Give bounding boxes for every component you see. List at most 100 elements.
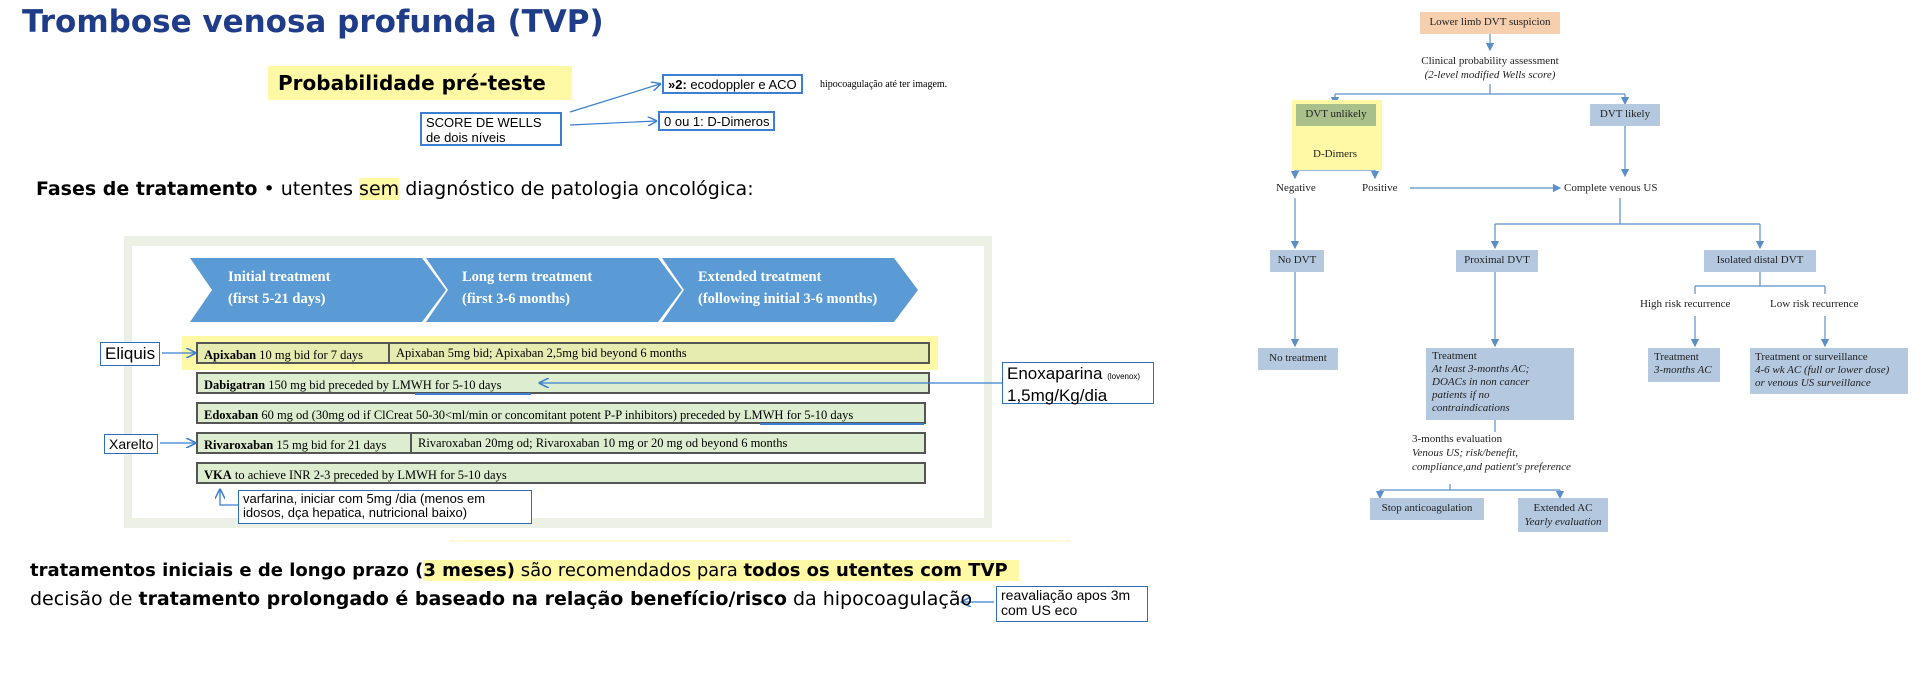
vka-text: to achieve INR 2-3 preceded by LMWH for …: [231, 468, 507, 482]
fc-proximal: Proximal DVT: [1456, 250, 1538, 272]
fc-lr-line-1: 4-6 wk AC (full or lower dose): [1755, 364, 1890, 376]
bottom-line-1: tratamentos iniciais e de longo prazo (3…: [30, 560, 1020, 581]
fc-lr-line-2: or venous US surveillance: [1755, 377, 1871, 389]
phase-extended-period: (following initial 3-6 months): [698, 291, 878, 307]
bottom-l1-bold1: tratamentos iniciais e de longo prazo (: [30, 560, 424, 581]
score-gt2-bold: »2:: [668, 77, 687, 92]
fc-assessment-title: Clinical probability assessment: [1421, 55, 1559, 67]
fc-no-dvt: No DVT: [1270, 250, 1324, 272]
bottom-l1-pad: [1007, 560, 1020, 581]
enoxaparina-dose: 1,5mg/Kg/dia: [1007, 386, 1108, 405]
fc-eval-line-1: Venous US; risk/benefit,: [1412, 447, 1519, 459]
phase-extended: Extended treatment(following initial 3-6…: [698, 266, 877, 310]
phase-initial: Initial treatment (first 5-21 days): [228, 266, 330, 310]
phase-chevrons: [190, 258, 918, 322]
phase-long-term: Long term treatment (first 3-6 months): [462, 266, 592, 310]
apixaban-initial: 10 mg bid for 7 days: [256, 348, 364, 362]
apixaban-drug: Apixaban: [204, 348, 257, 362]
bottom-highlight: [450, 540, 1070, 542]
fc-negative: Negative: [1276, 182, 1316, 194]
table-row-apixaban: Apixaban 10 mg bid for 7 days: [196, 342, 930, 364]
fc-proximal-treatment: Treatment At least 3-months AC; DOACs in…: [1426, 348, 1574, 420]
fc-dvt-unlikely: DVT unlikely: [1296, 104, 1376, 126]
enoxaparina-label: Enoxaparina (lovenox) 1,5mg/Kg/dia: [1002, 362, 1154, 405]
dabigatran-drug: Dabigatran: [204, 378, 266, 392]
fc-hr-title: Treatment: [1654, 351, 1699, 363]
fases-bullet: •: [257, 178, 281, 200]
fc-treat-line-3: patients if no: [1432, 389, 1490, 401]
rivaroxaban-long: Rivaroxaban 20mg od; Rivaroxaban 10 mg o…: [418, 436, 788, 450]
fc-high-risk: High risk recurrence: [1640, 298, 1731, 310]
eliquis-label: Eliquis: [100, 342, 161, 366]
fc-treat-line-2: DOACs in non cancer: [1432, 376, 1530, 388]
score-01-text: 0 ou 1: D-Dimeros: [664, 114, 770, 129]
fc-assessment: Clinical probability assessment (2-level …: [1390, 54, 1590, 82]
fc-stop-anticoagulation: Stop anticoagulation: [1370, 498, 1484, 520]
fc-ddimers: D-Dimers: [1313, 148, 1357, 160]
vka-drug: VKA: [204, 468, 232, 482]
fc-low-risk-treatment: Treatment or surveillance 4-6 wk AC (ful…: [1750, 348, 1908, 394]
fases-pre: utentes: [280, 178, 360, 200]
bottom-line-2: decisão de tratamento prolongado é basea…: [30, 588, 972, 610]
bottom-l2-bold: tratamento prolongado é baseado na relaç…: [138, 588, 787, 610]
varfarina-label: varfarina, iniciar com 5mg /dia (menos e…: [238, 490, 532, 524]
treatment-phases-heading: Fases de tratamento • utentes sem diagnó…: [36, 178, 754, 200]
fc-hr-line: 3-months AC: [1654, 364, 1712, 376]
bottom-l2-pre: decisão de: [30, 588, 139, 610]
lmwh-underline-dabigatran: [415, 393, 531, 395]
fc-lr-title: Treatment or surveillance: [1755, 351, 1868, 363]
apixaban-long: Apixaban 5mg bid; Apixaban 2,5mg bid bey…: [396, 346, 687, 360]
wells-score-box: SCORE DE WELLS de dois níveis: [420, 112, 562, 146]
wells-arrows: [569, 0, 700, 160]
fc-isolated-distal: Isolated distal DVT: [1704, 250, 1816, 272]
fc-positive: Positive: [1362, 182, 1398, 194]
fc-assessment-sub: (2-level modified Wells score): [1424, 69, 1556, 81]
apixaban-divider: [388, 342, 390, 364]
fc-eval-title: 3-months evaluation: [1412, 433, 1503, 445]
fc-top-box: Lower limb DVT suspicion: [1420, 12, 1560, 34]
rivaroxaban-drug: Rivaroxaban: [204, 438, 274, 452]
phase-initial-period: (first 5-21 days): [228, 291, 326, 307]
xarelto-label: Xarelto: [104, 434, 159, 454]
page-title: Trombose venosa profunda (TVP): [22, 4, 604, 40]
fc-3month-eval: 3-months evaluation Venous US; risk/bene…: [1412, 432, 1571, 474]
score-gt2-text: ecodoppler e ACO: [686, 77, 797, 92]
fc-extended-ac: Extended AC Yearly evaluation: [1518, 498, 1608, 532]
bottom-l1-mid: são recomendados para: [514, 560, 744, 581]
fc-complete-us: Complete venous US: [1564, 182, 1658, 194]
edoxaban-drug: Edoxaban: [204, 408, 259, 422]
fc-extended-title: Extended AC: [1533, 502, 1593, 514]
bottom-l1-bold3: todos os utentes com TVP: [743, 560, 1008, 581]
pretest-label: Probabilidade pré-teste: [268, 66, 572, 100]
table-row-rivaroxaban: Rivaroxaban 15 mg bid for 21 days: [196, 432, 926, 454]
fc-eval-line-2: compliance,and patient's preference: [1412, 461, 1571, 473]
bottom-l2-post: da hipocoagulação: [786, 588, 973, 610]
flowchart-connectors: [1290, 34, 1830, 500]
enoxaparina-main: Enoxaparina: [1007, 364, 1108, 383]
table-row-vka: VKA to achieve INR 2-3 preceded by LMWH …: [196, 462, 926, 484]
fases-bold: Fases de tratamento: [36, 178, 258, 200]
table-row-edoxaban: Edoxaban 60 mg od (30mg od if ClCreat 50…: [196, 402, 926, 424]
rivaroxaban-divider: [410, 432, 412, 454]
fc-high-risk-treatment: Treatment 3-months AC: [1648, 348, 1720, 382]
fc-low-risk: Low risk recurrence: [1770, 298, 1859, 310]
fc-dvt-likely: DVT likely: [1590, 104, 1660, 126]
bottom-l1-bold2: 3 meses): [423, 560, 515, 581]
fc-treat-line-4: contraindications: [1432, 402, 1510, 414]
phase-long-title: Long term treatment: [462, 269, 593, 285]
fases-post: diagnóstico de patologia oncológica:: [399, 178, 754, 200]
edoxaban-text: 60 mg od (30mg od if ClCreat 50-30<ml/mi…: [258, 408, 854, 422]
score-01-box: 0 ou 1: D-Dimeros: [658, 111, 776, 131]
phase-long-period: (first 3-6 months): [462, 291, 570, 307]
score-gt2-box: »2: ecodoppler e ACO: [662, 74, 803, 94]
reavaliacao-label: reavaliação apos 3m com US eco: [996, 586, 1148, 622]
phase-initial-title: Initial treatment: [228, 269, 331, 285]
fc-treat-line-1: At least 3-months AC;: [1432, 363, 1530, 375]
fc-no-treatment: No treatment: [1258, 348, 1338, 370]
wells-score-text: SCORE DE WELLS de dois níveis: [426, 115, 542, 145]
fases-highlight: sem: [359, 178, 400, 200]
dabigatran-text: 150 mg bid preceded by LMWH for 5-10 day…: [265, 378, 502, 392]
fc-treat-title: Treatment: [1432, 350, 1477, 362]
enoxaparina-brand: (lovenox): [1107, 372, 1141, 381]
